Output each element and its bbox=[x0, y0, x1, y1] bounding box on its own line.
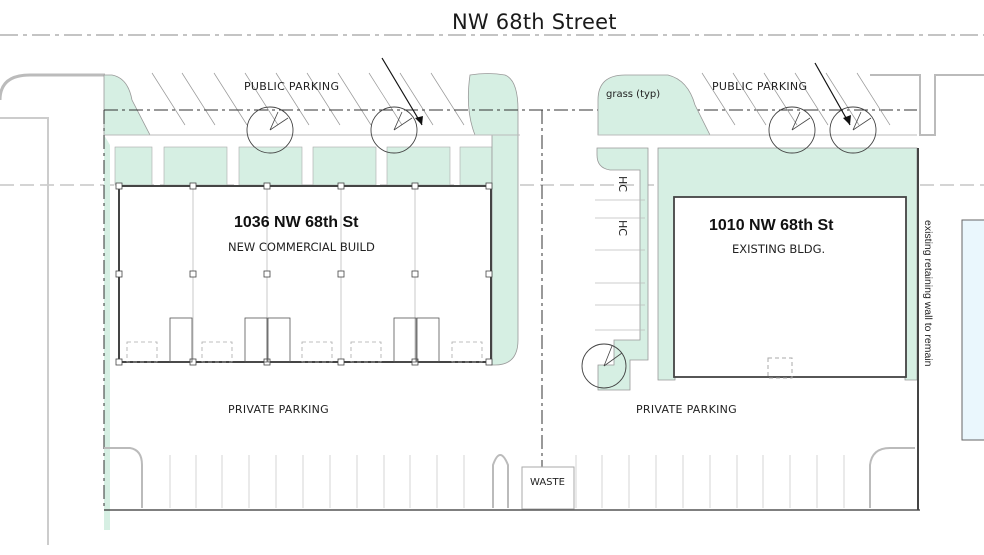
public-parking-label-1: PUBLIC PARKING bbox=[244, 80, 340, 93]
waste-enclosure bbox=[521, 466, 575, 510]
public-parking-label-2: PUBLIC PARKING bbox=[712, 80, 808, 93]
tree-symbol bbox=[246, 106, 294, 154]
neighbor-building bbox=[961, 219, 984, 441]
street-name: NW 68th Street bbox=[452, 10, 617, 34]
hc-stall-label-2: HC bbox=[616, 220, 629, 236]
building-1010-description: EXISTING BLDG. bbox=[732, 242, 826, 256]
tree-symbol bbox=[370, 106, 418, 154]
grass-area bbox=[103, 74, 151, 136]
building-1010 bbox=[673, 196, 907, 378]
waste-label: WASTE bbox=[530, 477, 565, 488]
address-1036: 1036 NW 68th St bbox=[234, 214, 359, 231]
building-1036 bbox=[118, 185, 492, 363]
retaining-wall-note: existing retaining wall to remain bbox=[922, 220, 934, 367]
grass-label: grass (typ) bbox=[606, 89, 661, 100]
hc-stall-label-1: HC bbox=[616, 176, 629, 192]
address-1010: 1010 NW 68th St bbox=[709, 217, 834, 234]
building-1036-description: NEW COMMERCIAL BUILD bbox=[228, 240, 375, 254]
private-parking-label-1: PRIVATE PARKING bbox=[228, 403, 329, 416]
private-parking-label-2: PRIVATE PARKING bbox=[636, 403, 737, 416]
pointer-arrow bbox=[381, 57, 423, 126]
